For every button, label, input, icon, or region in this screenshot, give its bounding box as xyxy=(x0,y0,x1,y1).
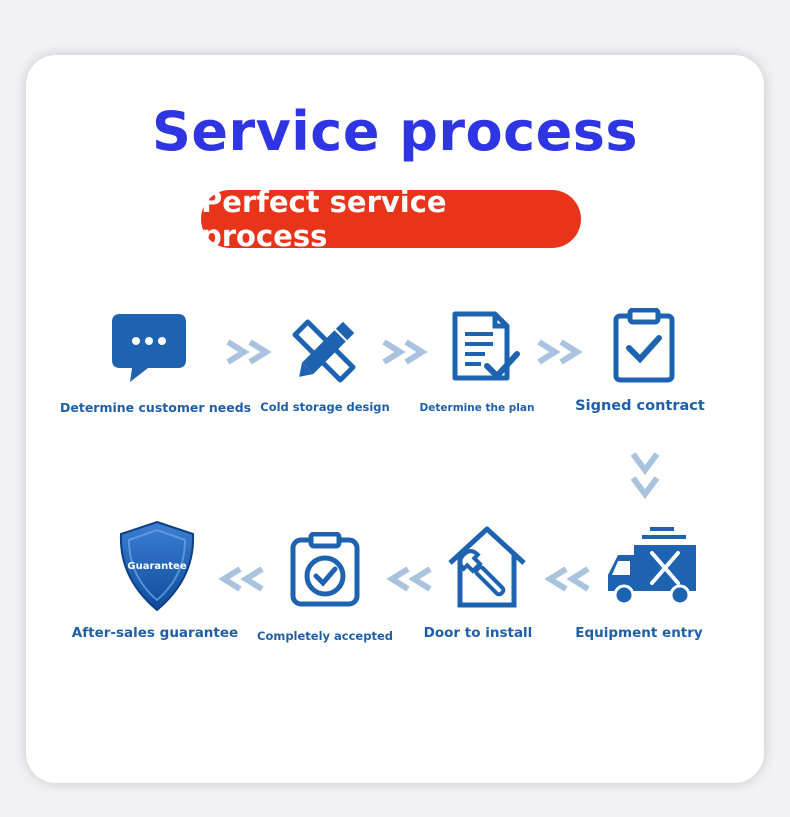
step-label-signed-contract: Signed contract xyxy=(575,398,705,414)
truck-tools-icon xyxy=(608,527,696,606)
document-check-icon xyxy=(452,311,520,381)
arrow-left-3 xyxy=(218,566,264,592)
chat-bubble-icon xyxy=(112,314,186,382)
step-label-after-sales-guarantee: After-sales guarantee xyxy=(71,625,239,641)
house-wrench-icon xyxy=(448,526,526,608)
clipboard-check-icon xyxy=(613,308,675,383)
step-label-determine-customer-needs: Determine customer needs xyxy=(60,400,252,415)
arrow-right-2 xyxy=(382,339,428,365)
shield-icon xyxy=(119,520,195,612)
step-label-determine-the-plan: Determine the plan xyxy=(419,402,535,414)
process-card xyxy=(26,55,764,783)
step-label-completely-accepted: Completely accepted xyxy=(257,629,393,643)
shield-badge-text: Guarantee xyxy=(127,561,187,572)
arrow-right-1 xyxy=(226,339,272,365)
step-label-equipment-entry: Equipment entry xyxy=(575,625,703,641)
step-label-door-to-install: Door to install xyxy=(423,625,533,641)
page-title: Service process xyxy=(151,100,639,163)
arrow-left-2 xyxy=(386,566,432,592)
clipboard-badge-check-icon xyxy=(290,532,360,607)
arrow-left-1 xyxy=(544,566,590,592)
arrow-down xyxy=(630,452,660,499)
arrow-right-3 xyxy=(537,339,583,365)
pencil-ruler-icon xyxy=(292,319,356,383)
step-label-cold-storage-design: Cold storage design xyxy=(260,400,390,414)
subtitle-pill: Perfect service process xyxy=(201,185,581,253)
